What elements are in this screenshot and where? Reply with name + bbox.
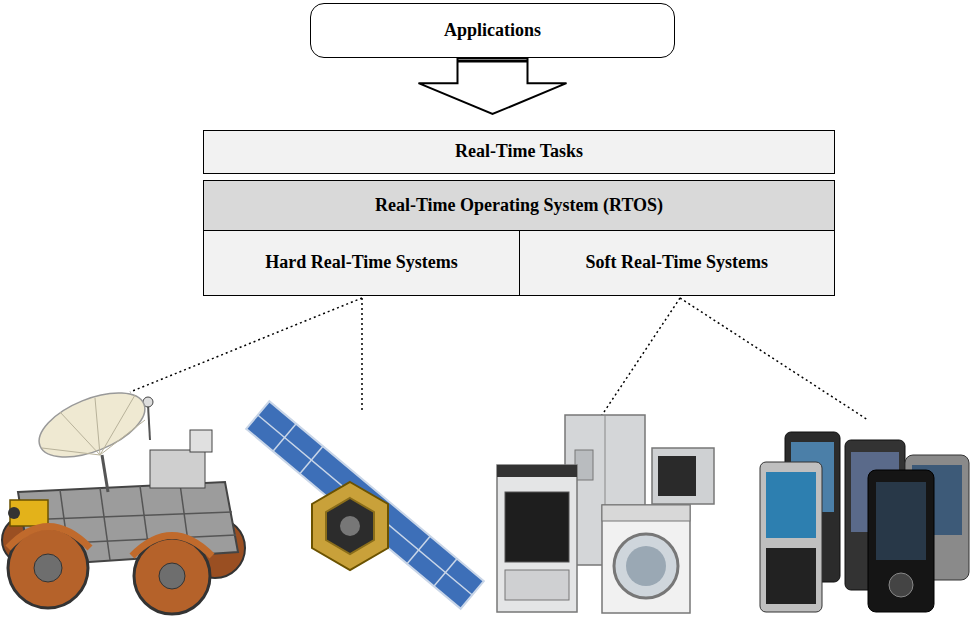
system-box: Hard Real-Time Systems bbox=[203, 230, 520, 296]
arrow-shaft-bar bbox=[458, 60, 528, 63]
rover-picture-part bbox=[30, 380, 153, 470]
appliances-picture-part bbox=[497, 465, 577, 477]
satellite-picture-part bbox=[312, 482, 388, 570]
rover-picture-part bbox=[8, 527, 90, 549]
leader-line bbox=[130, 298, 868, 420]
satellite-picture-part bbox=[326, 498, 374, 554]
rover-picture-part bbox=[34, 554, 62, 582]
system-box: Soft Real-Time Systems bbox=[519, 230, 836, 296]
rover-picture-part bbox=[150, 450, 205, 488]
rover-picture-part bbox=[148, 405, 150, 440]
rover-picture bbox=[2, 380, 245, 614]
appliances-picture-part bbox=[602, 505, 690, 613]
rtos-band: Real-Time Operating System (RTOS) bbox=[203, 180, 835, 231]
node-label: Hard Real-Time Systems bbox=[265, 252, 458, 274]
rover-picture-part-part bbox=[95, 398, 100, 455]
rover-picture-part bbox=[132, 536, 212, 557]
satellite-picture-part bbox=[246, 401, 484, 609]
appliances-picture bbox=[497, 415, 714, 613]
phones-picture-part bbox=[760, 462, 822, 612]
satellite-picture bbox=[246, 401, 484, 609]
rover-picture-part-part bbox=[100, 420, 145, 455]
rover-picture-part-part bbox=[100, 488, 110, 560]
appliances-picture-part bbox=[658, 456, 696, 496]
appliances-picture-part bbox=[505, 492, 569, 562]
rover-picture-part bbox=[42, 395, 145, 455]
leader-line-part bbox=[130, 298, 362, 392]
phones-picture-part bbox=[766, 472, 816, 538]
rover-picture-part bbox=[190, 430, 212, 452]
node-label: Applications bbox=[444, 20, 541, 42]
rover-picture-part-part bbox=[42, 448, 100, 455]
node-label: Real-Time Tasks bbox=[455, 141, 583, 163]
phones-picture-part bbox=[876, 482, 926, 560]
appliances-picture-part bbox=[505, 570, 569, 600]
satellite-picture-part-part bbox=[246, 401, 484, 609]
node-label: Real-Time Operating System (RTOS) bbox=[375, 195, 663, 217]
block-arrow bbox=[419, 58, 567, 114]
leader-line-part bbox=[600, 298, 680, 418]
node-label: Soft Real-Time Systems bbox=[585, 252, 768, 274]
application-box: Applications bbox=[310, 3, 675, 58]
phones-picture-part bbox=[889, 573, 913, 597]
appliances-picture-part bbox=[652, 448, 714, 504]
rover-picture-part-part bbox=[22, 512, 232, 520]
rover-picture-part-part bbox=[100, 395, 135, 455]
rover-picture-part bbox=[134, 538, 210, 614]
appliances-picture-part bbox=[497, 465, 577, 612]
phones-picture bbox=[760, 432, 969, 612]
rover-picture-part bbox=[102, 455, 108, 492]
leader-line-part bbox=[361, 298, 363, 410]
satellite-picture-part-part bbox=[246, 401, 484, 609]
task-band: Real-Time Tasks bbox=[203, 130, 835, 174]
appliances-picture-part bbox=[602, 505, 690, 521]
phones-picture-part bbox=[868, 470, 934, 612]
rover-picture-part-part bbox=[60, 412, 100, 455]
appliances-picture-part bbox=[626, 546, 666, 586]
satellite-picture-part-part-part bbox=[258, 415, 472, 595]
appliances-picture-part bbox=[614, 534, 678, 598]
phones-picture-part bbox=[766, 548, 816, 604]
rover-picture-part bbox=[159, 563, 185, 589]
rover-picture-part bbox=[8, 507, 20, 519]
satellite-picture-part bbox=[340, 516, 360, 536]
leader-line-part bbox=[680, 298, 868, 420]
